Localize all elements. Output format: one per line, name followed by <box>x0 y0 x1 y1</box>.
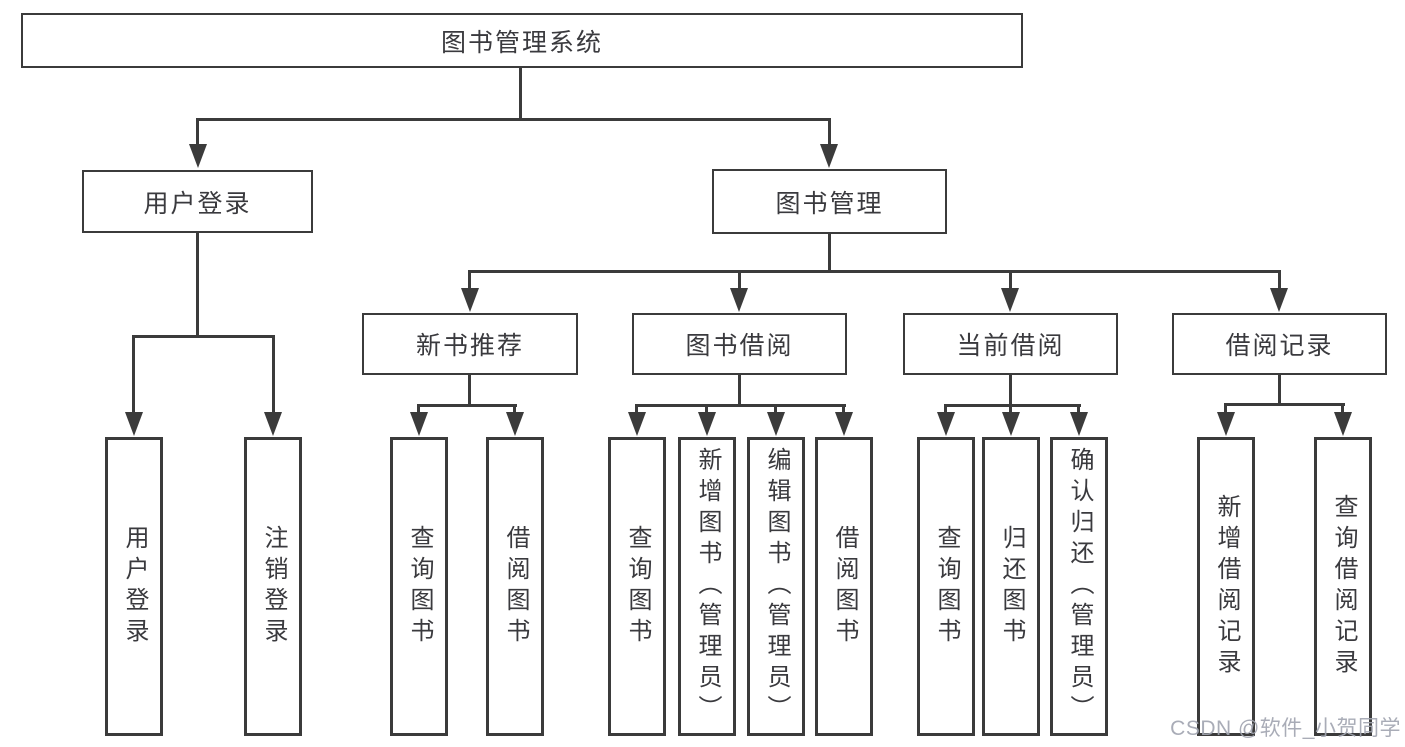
node-leaf-borrow-books-recommend: 借阅图书 <box>486 437 544 736</box>
arrow-down-icon <box>506 412 524 436</box>
node-leaf-query-books-current: 查询图书 <box>917 437 975 736</box>
node-label: 图书管理系统 <box>440 28 603 57</box>
node-user-login: 用户登录 <box>82 170 313 233</box>
arrow-down-icon <box>1270 288 1288 312</box>
node-label: 查询借阅记录 <box>1330 493 1357 680</box>
node-leaf-return-book: 归还图书 <box>982 437 1040 736</box>
node-label: 新增图书（管理员） <box>694 447 721 726</box>
connector-line <box>468 270 1281 273</box>
node-leaf-query-books-borrowing: 查询图书 <box>608 437 666 736</box>
node-leaf-confirm-return-admin: 确认归还（管理员） <box>1050 437 1108 736</box>
connector-line <box>1077 404 1080 416</box>
node-leaf-edit-book-admin: 编辑图书（管理员） <box>747 437 805 736</box>
connector-line <box>132 335 275 338</box>
arrow-down-icon <box>1002 412 1020 436</box>
arrow-down-icon <box>1070 412 1088 436</box>
connector-line <box>1009 375 1012 404</box>
arrow-down-icon <box>1334 412 1352 436</box>
node-book-borrowing: 图书借阅 <box>632 313 847 375</box>
node-label: 借阅图书 <box>502 524 529 649</box>
node-label: 编辑图书（管理员） <box>763 447 790 726</box>
node-label: 图书借阅 <box>685 332 794 360</box>
arrow-down-icon <box>730 288 748 312</box>
connector-line <box>468 375 471 404</box>
arrow-down-icon <box>767 412 785 436</box>
arrow-down-icon <box>1001 288 1019 312</box>
arrow-down-icon <box>628 412 646 436</box>
connector-line <box>705 404 708 416</box>
connector-line <box>635 404 846 407</box>
connector-line <box>944 404 1081 407</box>
connector-line <box>468 270 471 292</box>
node-label: 用户登录 <box>121 524 148 649</box>
connector-line <box>272 335 275 415</box>
arrow-down-icon <box>410 412 428 436</box>
connector-line <box>1224 403 1345 406</box>
csdn-watermark: CSDN @软件_小贺同学 <box>1170 717 1401 740</box>
connector-line <box>196 233 199 335</box>
node-label: 注销登录 <box>260 524 287 649</box>
node-new-book-recommendation: 新书推荐 <box>362 313 578 375</box>
arrow-down-icon <box>189 144 207 168</box>
arrow-down-icon <box>461 288 479 312</box>
node-label: 归还图书 <box>998 524 1025 649</box>
node-label: 借阅记录 <box>1225 332 1334 360</box>
connector-line <box>635 404 638 416</box>
arrow-down-icon <box>698 412 716 436</box>
node-book-management: 图书管理 <box>712 169 947 234</box>
connector-line <box>944 404 947 416</box>
arrow-down-icon <box>264 412 282 436</box>
arrow-down-icon <box>835 412 853 436</box>
node-leaf-add-book-admin: 新增图书（管理员） <box>678 437 736 736</box>
node-leaf-query-borrow-record: 查询借阅记录 <box>1314 437 1372 736</box>
connector-line <box>417 404 517 407</box>
node-label: 借阅图书 <box>831 524 858 649</box>
connector-line <box>196 118 199 148</box>
connector-line <box>828 234 831 270</box>
node-root-library-management-system: 图书管理系统 <box>21 13 1023 68</box>
node-label: 新书推荐 <box>415 332 524 360</box>
connector-line <box>1278 375 1281 404</box>
node-current-borrowing: 当前借阅 <box>903 313 1118 375</box>
node-borrowing-records: 借阅记录 <box>1172 313 1387 375</box>
connector-line <box>1224 403 1227 416</box>
connector-line <box>738 375 741 404</box>
node-label: 用户登录 <box>143 189 252 218</box>
connector-line <box>513 404 516 416</box>
node-leaf-logout: 注销登录 <box>244 437 302 736</box>
connector-line <box>132 335 135 415</box>
connector-line <box>1009 404 1012 416</box>
connector-line <box>774 404 777 416</box>
node-leaf-query-books-recommend: 查询图书 <box>390 437 448 736</box>
node-leaf-borrow-books: 借阅图书 <box>815 437 873 736</box>
arrow-down-icon <box>125 412 143 436</box>
connector-line <box>1278 270 1281 292</box>
connector-line <box>519 68 522 118</box>
node-leaf-add-borrow-record: 新增借阅记录 <box>1197 437 1255 736</box>
connector-line <box>738 270 741 292</box>
connector-line <box>842 404 845 416</box>
connector-line <box>828 118 831 148</box>
node-label: 新增借阅记录 <box>1213 493 1240 680</box>
arrow-down-icon <box>937 412 955 436</box>
arrow-down-icon <box>820 144 838 168</box>
connector-line <box>196 118 831 121</box>
node-leaf-user-login: 用户登录 <box>105 437 163 736</box>
connector-line <box>1341 403 1344 416</box>
node-label: 查询图书 <box>406 524 433 649</box>
node-label: 当前借阅 <box>956 332 1065 360</box>
arrow-down-icon <box>1217 412 1235 436</box>
node-label: 图书管理 <box>775 189 884 218</box>
connector-line <box>417 404 420 416</box>
node-label: 查询图书 <box>933 524 960 649</box>
connector-line <box>1009 270 1012 292</box>
node-label: 确认归还（管理员） <box>1066 447 1093 726</box>
node-label: 查询图书 <box>624 524 651 649</box>
